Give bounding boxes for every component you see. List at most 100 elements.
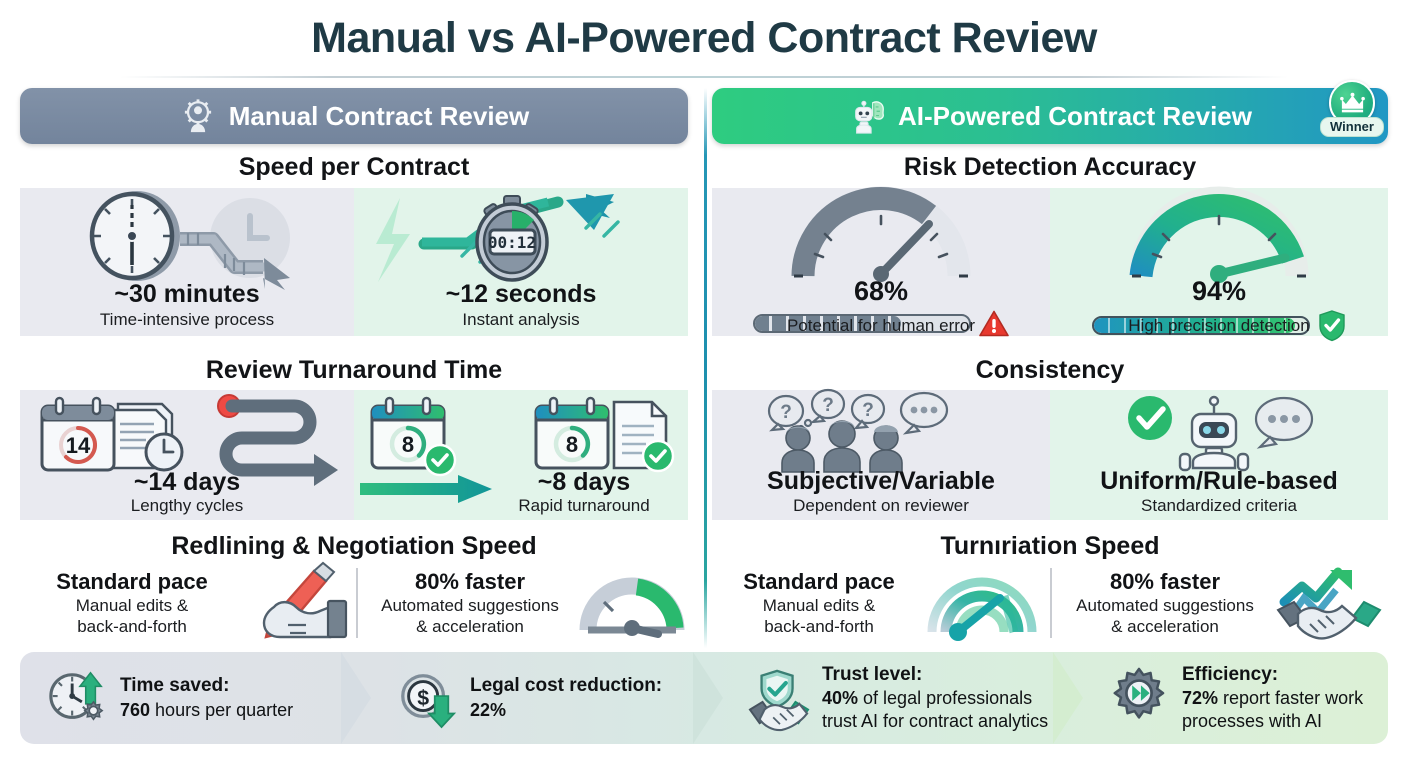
green-arrow-icon bbox=[360, 475, 492, 503]
banner-body-time-saved: 760 hours per quarter bbox=[120, 699, 294, 720]
chevron-divider-icon bbox=[341, 652, 371, 744]
column-header-ai: AI-Powered Contract Review bbox=[712, 88, 1388, 144]
people-question-icon: ??? bbox=[767, 388, 949, 473]
speed-gauge-teal-icon bbox=[927, 577, 1037, 641]
metric-title-consistency: Consistency bbox=[975, 356, 1125, 384]
cell-manual-turnaround: 14 ~14 days Lengthy cycles bbox=[20, 390, 354, 520]
manual-turniriation-value: Standard pace bbox=[743, 569, 895, 594]
winner-label: Winner bbox=[1320, 117, 1384, 137]
banner-body-efficiency: 72% report faster work bbox=[1182, 688, 1364, 709]
ai-accuracy-caption: High precision detection bbox=[1128, 316, 1310, 335]
ai-consistency-caption: Standardized criteria bbox=[1141, 496, 1297, 515]
chevron-divider-icon bbox=[1053, 652, 1083, 744]
panel-consistency: ??? Subjective/Variable bbox=[712, 388, 1388, 520]
ai-speed-caption: Instant analysis bbox=[462, 310, 580, 329]
ai-turniriation-caption2: & acceleration bbox=[1111, 617, 1219, 636]
svg-text:?: ? bbox=[780, 402, 792, 423]
panel-speed-per-contract: ~30 minutes Time-intensive process bbox=[20, 188, 688, 336]
stopwatch-display: 00:12 bbox=[488, 233, 536, 252]
column-divider bbox=[704, 88, 707, 648]
banner-head-trust-level: Trust level: bbox=[822, 663, 923, 685]
manual-accuracy-value: 68% bbox=[853, 276, 909, 306]
banner-body-trust-level: 40% of legal professionals bbox=[822, 688, 1033, 709]
ai-redlining-caption1: Automated suggestions bbox=[381, 596, 559, 615]
banner-item-time-saved: Time saved: 760 hours per quarter bbox=[20, 652, 371, 744]
panel-risk-detection: 68% bbox=[712, 186, 1388, 342]
cell-ai-accuracy: 94% bbox=[1050, 186, 1388, 342]
title-divider bbox=[120, 76, 1288, 78]
gauge-icon bbox=[791, 186, 971, 282]
manual-turnaround-value: ~14 days bbox=[133, 468, 241, 496]
manual-redlining-value: Standard pace bbox=[56, 569, 208, 594]
shield-handshake-icon bbox=[748, 669, 810, 732]
ai-turnaround-caption: Rapid turnaround bbox=[518, 496, 650, 515]
manual-turniriation-caption1: Manual edits & bbox=[762, 596, 876, 615]
summary-banner: Time saved: 760 hours per quarter $ Lega… bbox=[20, 652, 1388, 744]
gear-person-icon bbox=[179, 97, 217, 135]
cell-ai-consistency: Uniform/Rule-based Standardized criteria bbox=[1050, 390, 1388, 520]
metric-title-redlining: Redlining & Negotiation Speed bbox=[171, 532, 537, 560]
banner-item-efficiency: Efficiency: 72% report faster work proce… bbox=[1082, 652, 1388, 744]
cell-manual-redlining: Standard pace Manual edits & back-and-fo… bbox=[20, 561, 354, 640]
metric-title-speed-per-contract: Speed per Contract bbox=[238, 153, 470, 181]
warning-triangle-icon bbox=[979, 310, 1009, 337]
robot-check-icon bbox=[1128, 395, 1314, 472]
manual-redlining-caption2: back-and-forth bbox=[77, 617, 187, 636]
winner-badge: Winner bbox=[1318, 80, 1386, 142]
metric-title-risk-detection: Risk Detection Accuracy bbox=[903, 153, 1197, 181]
manual-days-number: 14 bbox=[66, 433, 91, 458]
page-title: Manual vs AI-Powered Contract Review bbox=[311, 14, 1097, 62]
ai-accuracy-value: 94% bbox=[1191, 276, 1247, 306]
svg-text:8: 8 bbox=[402, 432, 414, 457]
cell-ai-redlining: 80% faster Automated suggestions & accel… bbox=[360, 566, 688, 640]
cell-manual-consistency: ??? Subjective/Variable bbox=[712, 388, 1050, 520]
gauge-icon bbox=[1129, 186, 1309, 283]
svg-text:$: $ bbox=[417, 686, 429, 710]
manual-turnaround-caption: Lengthy cycles bbox=[130, 496, 244, 515]
cell-ai-speed: 00:12 ~12 seconds Instant analysis bbox=[354, 188, 688, 336]
cell-manual-turniriation: Standard pace Manual edits & back-and-fo… bbox=[712, 566, 1048, 641]
handshake-arrow-icon bbox=[1276, 567, 1382, 640]
manual-redlining-caption1: Manual edits & bbox=[75, 596, 189, 615]
column-header-manual-label: Manual Contract Review bbox=[228, 100, 530, 131]
column-header-ai-label: AI-Powered Contract Review bbox=[898, 100, 1252, 131]
manual-consistency-value: Subjective/Variable bbox=[767, 467, 995, 495]
banner-head-cost-reduction: Legal cost reduction: bbox=[470, 675, 663, 697]
chevron-divider-icon bbox=[693, 652, 723, 744]
banner-head-time-saved: Time saved: bbox=[120, 675, 230, 697]
svg-text:?: ? bbox=[862, 400, 874, 421]
banner-item-cost-reduction: $ Legal cost reduction: 22% bbox=[370, 652, 723, 744]
banner-body2-efficiency: processes with AI bbox=[1182, 711, 1323, 732]
ai-turnaround-value: ~8 days bbox=[537, 468, 631, 496]
panel-turnaround: 14 ~14 days Lengthy cycles bbox=[20, 390, 688, 520]
hand-pen-icon bbox=[262, 561, 348, 639]
ai-turniriation-caption1: Automated suggestions bbox=[1076, 596, 1254, 615]
cell-ai-turnaround: 8 8 bbox=[354, 390, 688, 520]
banner-body2-trust-level: trust AI for contract analytics bbox=[822, 711, 1049, 732]
manual-accuracy-progressbar bbox=[753, 314, 971, 333]
ai-speed-value: ~12 seconds bbox=[445, 280, 597, 308]
ai-turniriation-value: 80% faster bbox=[1109, 569, 1221, 594]
manual-turniriation-caption2: back-and-forth bbox=[764, 617, 874, 636]
ai-redlining-value: 80% faster bbox=[414, 569, 526, 594]
ai-days-number: 8 bbox=[566, 432, 578, 457]
shield-check-icon bbox=[1319, 310, 1345, 342]
clock-gear-arrow-icon bbox=[49, 671, 104, 721]
ai-accuracy-progressbar bbox=[1092, 316, 1310, 335]
banner-item-trust-level: Trust level: 40% of legal professionals … bbox=[722, 652, 1083, 744]
robot-brain-icon bbox=[848, 97, 886, 135]
dollar-down-arrow-icon: $ bbox=[401, 674, 457, 729]
cell-ai-turniriation: 80% faster Automated suggestions & accel… bbox=[1054, 566, 1388, 640]
banner-body-cost-reduction: 22% bbox=[470, 699, 507, 720]
svg-text:?: ? bbox=[822, 395, 834, 416]
row3-right-divider bbox=[1050, 568, 1052, 638]
cell-manual-accuracy: 68% bbox=[712, 186, 1050, 337]
cell-manual-speed: ~30 minutes Time-intensive process bbox=[20, 188, 354, 336]
ai-consistency-value: Uniform/Rule-based bbox=[1100, 467, 1338, 495]
metric-title-turnaround: Review Turnaround Time bbox=[205, 356, 503, 384]
ai-redlining-caption2: & acceleration bbox=[416, 617, 524, 636]
manual-accuracy-caption: Potential for human error bbox=[786, 316, 976, 335]
gear-fastforward-icon bbox=[1113, 667, 1165, 719]
column-header-manual: Manual Contract Review bbox=[20, 88, 688, 144]
